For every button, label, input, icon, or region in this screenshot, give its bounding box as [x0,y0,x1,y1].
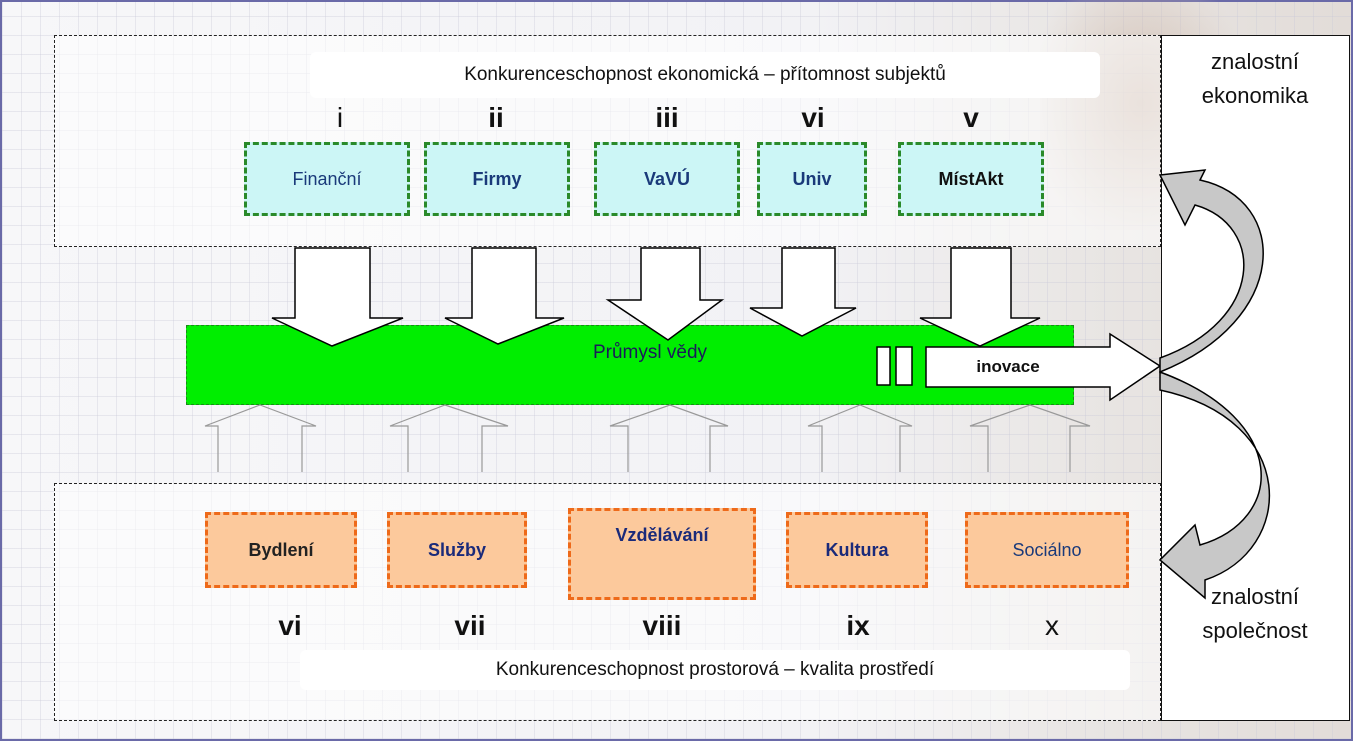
bottom-numeral-4: ix [846,610,870,641]
box-sluzby: Služby [387,512,527,588]
box-financni-label: Finanční [292,168,362,189]
bottom-numeral-2: vii [454,610,486,641]
curve-arrow-down [1158,370,1271,600]
box-vavu-label: VaVÚ [643,168,691,189]
box-firmy: Firmy [424,142,570,216]
economic-title: Konkurenceschopnost ekonomická – přítomn… [310,52,1100,98]
innovation-stripe-2 [895,346,913,386]
bottom-numeral-3: viii [642,610,682,641]
box-mistakt-label: MístAkt [938,168,1004,189]
top-numeral-2: ii [488,102,504,133]
top-numeral-3: iii [655,102,679,133]
spatial-title: Konkurenceschopnost prostorová – kvalita… [300,650,1130,690]
knowledge-economy-label: znalostní ekonomika [1201,49,1309,108]
box-univ: Univ [757,142,867,216]
up-arrow-3 [609,404,729,472]
up-arrow-2 [389,404,509,472]
industry-of-science-label: Průmysl vědy [592,342,708,363]
box-vzdelavani-label: Vzdělávání [615,525,709,545]
box-univ-label: Univ [792,168,832,189]
down-arrow-3 [605,247,725,341]
top-numeral-4: vi [801,102,825,133]
innovation-arrow [925,332,1162,402]
box-firmy-label: Firmy [472,168,522,189]
box-kultura-label: Kultura [825,539,889,560]
knowledge-panel [1161,35,1350,721]
box-mistakt: MístAkt [898,142,1044,216]
down-arrow-5 [919,247,1041,347]
box-sluzby-label: Služby [427,539,486,560]
box-vavu: VaVÚ [594,142,740,216]
innovation-label: inovace [976,357,1040,376]
curve-arrow-up [1158,169,1264,374]
box-socialno: Sociálno [965,512,1129,588]
box-bydleni: Bydlení [205,512,357,588]
bottom-numeral-5: x [1045,610,1059,641]
box-financni: Finanční [244,142,410,216]
knowledge-society-label: znalostní společnost [1202,584,1308,643]
up-arrow-5 [969,404,1091,472]
down-arrow-1 [271,247,404,347]
box-kultura: Kultura [786,512,928,588]
top-numeral-5: v [963,102,979,133]
innovation-stripe-1 [876,346,891,386]
box-bydleni-label: Bydlení [248,539,314,560]
up-arrow-1 [204,404,317,472]
down-arrow-2 [444,247,565,345]
top-numeral-1: i [336,102,344,133]
down-arrow-4 [749,247,857,337]
box-vzdelavani: Vzdělávání [568,508,756,600]
bottom-numeral-1: vi [278,610,302,641]
up-arrow-4 [807,404,913,472]
box-socialno-label: Sociálno [1012,539,1082,560]
